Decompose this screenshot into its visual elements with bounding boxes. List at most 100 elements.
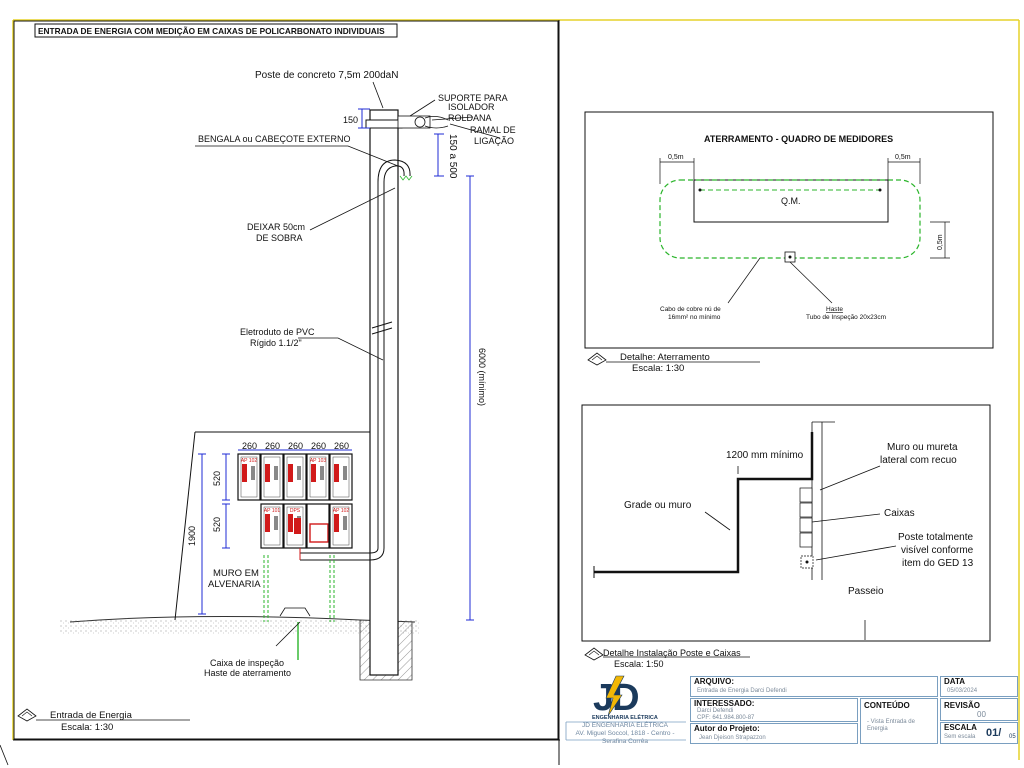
qm-label: Q.M. [781, 196, 801, 206]
autor-box: Autor do Projeto: Jean Djeison Strapazzo… [690, 723, 858, 744]
label-pulley: ROLDANA [448, 113, 492, 123]
pole-visible-2: visível conforme [901, 545, 974, 556]
meter-box [283, 453, 307, 501]
breaker [288, 464, 293, 482]
escala-label: ESCALA [944, 723, 977, 732]
breaker [311, 464, 316, 482]
meter-box: AP 101 [260, 503, 284, 549]
caption-entrada: Entrada de Energia Escala: 1:30 [17, 708, 190, 733]
grounding-rod-1: Haste [826, 306, 843, 313]
label-conduit-1: Eletroduto de PVC [240, 327, 315, 337]
meter-box-inner [263, 456, 281, 498]
meter-box [260, 453, 284, 501]
caption-aterramento-scale: Escala: 1:30 [632, 363, 684, 374]
meter-box-inner [286, 506, 304, 546]
sidewalk-label: Passeio [848, 586, 884, 597]
label-inspection-1: Caixa de inspeção [210, 658, 284, 668]
meter-box-frame [260, 453, 284, 501]
dim-150-500: 150 a 500 [447, 134, 458, 179]
data-value: 05/03/2024 [947, 688, 978, 694]
dim-1900: 1900 [187, 526, 197, 546]
escala-value: Sem escala [944, 734, 976, 740]
meter-box-inner [263, 506, 281, 546]
breaker [242, 464, 247, 482]
caption-aterramento-title: Detalhe: Aterramento [620, 352, 710, 363]
side-wall-2: lateral com recuo [880, 455, 957, 466]
caption-entrada-title: Entrada de Energia [50, 710, 133, 721]
meter-box-label: AP 101 [264, 508, 281, 514]
side-wall-1: Muro ou mureta [887, 442, 958, 453]
conteudo-value-2: Energia [867, 726, 888, 732]
dim-260-2: 260 [265, 441, 280, 451]
arquivo-value: Entrada de Energia Darci Defendi [697, 688, 787, 694]
label-inspection-2: Haste de aterramento [204, 668, 291, 678]
terminal [320, 466, 324, 480]
meter-box-inner [332, 506, 350, 546]
logo-subtitle: ENGENHARIA ELÉTRICA [592, 713, 658, 721]
grounding-dim-right: 0,5m [895, 154, 911, 161]
conteudo-box: CONTEÚDO - Vista Entrada de Energia [860, 698, 938, 744]
label-slack-2: DE SOBRA [256, 233, 303, 243]
terminal [251, 466, 255, 480]
breaker [334, 514, 339, 532]
meter-box: AP 102 [329, 503, 353, 549]
meter-box-inner [286, 456, 304, 498]
data-label: DATA [944, 677, 966, 686]
dimension-labels: 150 150 a 500 6000 (mínimo) 1900 520 520… [187, 115, 487, 546]
meter-boxes: AP 102 AP 103 AP 101 DPS AP 102 [237, 453, 353, 560]
leader-lines [195, 81, 501, 647]
revisao-box: REVISÃO 00 [940, 698, 1018, 721]
autor-value: Jean Djeison Strapazzon [699, 735, 766, 741]
dim-520-top: 520 [212, 471, 222, 486]
ground-rods [263, 555, 335, 660]
meter-box-label: AP 102 [241, 458, 258, 464]
meter-box-inner [240, 456, 258, 498]
dim-260-3: 260 [288, 441, 303, 451]
annotation-labels: Poste de concreto 7,5m 200daN SUPORTE PA… [198, 70, 516, 678]
revisao-value: 00 [977, 710, 986, 719]
dimensions [198, 108, 474, 621]
meter-box-label: DPS [290, 508, 301, 514]
title-bar: ENTRADA DE ENERGIA COM MEDIÇÃO EM CAIXAS… [34, 23, 398, 38]
meter-box-frame [329, 453, 353, 501]
terminal [274, 516, 278, 530]
label-wall-1: MURO EM [213, 568, 259, 579]
data-box: DATA 05/03/2024 [940, 676, 1018, 697]
company-name: JD ENGENHARIA ELÉTRICA [582, 722, 668, 729]
label-wall-2: ALVENARIA [208, 579, 261, 590]
grounding-detail: ATERRAMENTO - QUADRO DE MEDIDORES Q.M. 0… [584, 111, 994, 374]
dim-6000: 6000 (mínimo) [477, 348, 487, 406]
grounding-cable-1: Cabo de cobre nú de [660, 306, 721, 313]
sheet-total: 05 [1009, 734, 1016, 740]
meter-box: AP 103 [306, 453, 330, 501]
drawing-title: ENTRADA DE ENERGIA COM MEDIÇÃO EM CAIXAS… [38, 26, 385, 36]
label-slack-1: DEIXAR 50cm [247, 222, 305, 232]
dim-150: 150 [343, 115, 358, 125]
breaker [334, 464, 339, 482]
caption-instalacao-title: Detalhe Instalação Poste e Caixas [603, 648, 741, 658]
main-elevation: AP 102 AP 103 AP 101 DPS AP 102 [17, 70, 516, 733]
conteudo-value-1: - Vista Entrada de [867, 719, 915, 725]
arquivo-label: ARQUIVO: [694, 677, 734, 686]
caption-instalacao-scale: Escala: 1:50 [614, 659, 664, 669]
breaker [265, 464, 270, 482]
label-conduit-2: Rígido 1.1/2" [250, 338, 302, 348]
company-logo: JD ENGENHARIA ELÉTRICA [565, 670, 686, 741]
boxes-label: Caixas [884, 508, 915, 519]
main-breaker [294, 518, 301, 534]
dps-box-frame [306, 503, 330, 549]
meter-box-inner [332, 456, 350, 498]
meter-box-label: AP 103 [310, 458, 327, 464]
conteudo-label: CONTEÚDO [864, 701, 910, 710]
meter-box-label: AP 102 [333, 508, 350, 514]
dps-device [309, 523, 329, 543]
escala-box: ESCALA Sem escala 01/ 05 [940, 722, 1018, 744]
sheet-number: 01/ [986, 727, 1002, 739]
terminal [343, 516, 347, 530]
meter-box [329, 453, 353, 501]
interessado-cpf: CPF: 641.984.800-87 [697, 715, 755, 721]
dim-520-bottom: 520 [212, 517, 222, 532]
installation-detail: 1200 mm mínimo Grade ou muro Muro ou mur… [581, 404, 991, 669]
fence-label: Grade ou muro [624, 500, 692, 511]
